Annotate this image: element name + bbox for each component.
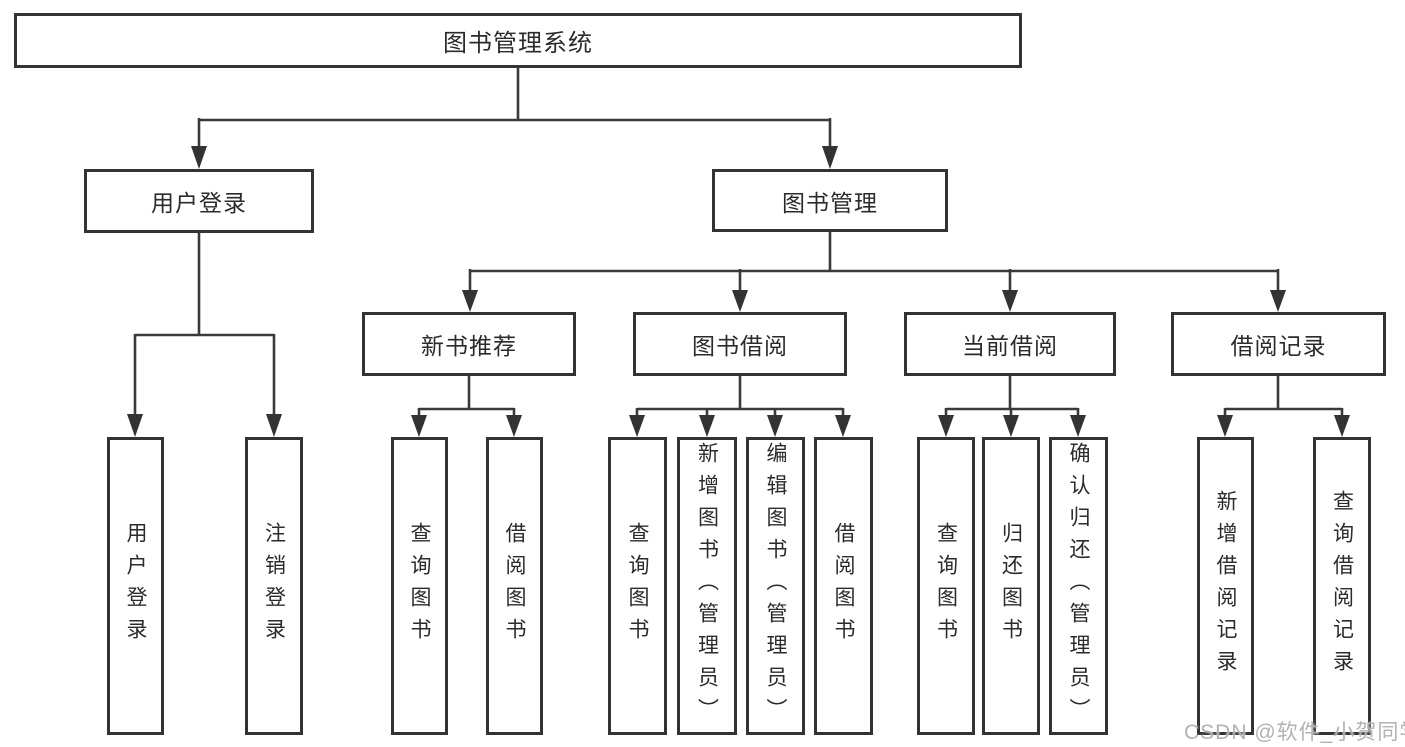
node-current-borrow: 当前借阅 <box>904 312 1116 376</box>
leaf-borrow-books-label: 借阅图书 <box>832 522 855 650</box>
node-current-borrow-label: 当前借阅 <box>962 333 1058 359</box>
leaf-borrow-books-recommend-label: 借阅图书 <box>503 522 526 650</box>
arrow-icon <box>835 415 851 437</box>
leaf-return-book-label: 归还图书 <box>999 522 1023 650</box>
csdn-watermark: CSDN @软件_小贺同学 <box>1184 721 1405 744</box>
node-user-login-label: 用户登录 <box>151 190 247 216</box>
arrow-icon <box>767 415 783 437</box>
arrow-icon <box>506 415 522 437</box>
arrow-icon <box>1070 415 1086 437</box>
leaf-confirm-return-admin: 确认归还（管理员） <box>1049 437 1108 735</box>
arrow-icon <box>732 290 748 312</box>
node-new-book-recommend: 新书推荐 <box>362 312 576 376</box>
leaf-query-books-recommend-label: 查询图书 <box>408 522 431 650</box>
leaf-return-book: 归还图书 <box>982 437 1040 735</box>
arrow-icon <box>127 414 143 437</box>
leaf-query-books-current: 查询图书 <box>917 437 975 735</box>
leaf-logout-label: 注销登录 <box>262 522 286 650</box>
leaf-query-books-current-label: 查询图书 <box>934 522 958 650</box>
arrow-icon <box>266 414 282 437</box>
leaf-add-borrow-record: 新增借阅记录 <box>1197 437 1254 735</box>
leaf-user-login: 用户登录 <box>107 437 164 735</box>
arrow-icon <box>1334 415 1350 437</box>
arrow-icon <box>1270 290 1286 312</box>
leaf-query-books-borrow-label: 查询图书 <box>626 522 649 650</box>
node-borrow-records: 借阅记录 <box>1171 312 1386 376</box>
node-root-label: 图书管理系统 <box>443 30 593 57</box>
leaf-logout: 注销登录 <box>245 437 303 735</box>
leaf-borrow-books-recommend: 借阅图书 <box>486 437 543 735</box>
leaf-edit-book-admin: 编辑图书（管理员） <box>746 437 805 735</box>
leaf-edit-book-admin-label: 编辑图书（管理员） <box>764 442 787 730</box>
arrow-icon <box>822 146 838 169</box>
arrow-icon <box>1217 415 1233 437</box>
arrow-icon <box>629 415 645 437</box>
arrow-icon <box>938 415 954 437</box>
node-borrow-records-label: 借阅记录 <box>1230 333 1327 359</box>
leaf-query-borrow-record: 查询借阅记录 <box>1313 437 1371 735</box>
arrow-icon <box>1003 415 1019 437</box>
arrow-icon <box>191 146 207 169</box>
node-book-borrow-label: 图书借阅 <box>692 333 788 359</box>
arrowheads-group <box>127 146 1350 437</box>
node-user-login: 用户登录 <box>84 169 314 233</box>
node-book-management: 图书管理 <box>712 169 948 232</box>
leaf-user-login-label: 用户登录 <box>124 522 147 650</box>
leaf-borrow-books: 借阅图书 <box>814 437 873 735</box>
leaf-query-books-recommend: 查询图书 <box>391 437 448 735</box>
leaf-add-book-admin-label: 新增图书（管理员） <box>695 442 719 730</box>
arrow-icon <box>411 415 427 437</box>
leaf-query-borrow-record-label: 查询借阅记录 <box>1330 490 1354 682</box>
arrow-icon <box>1002 290 1018 312</box>
arrow-icon <box>462 290 478 312</box>
node-new-book-recommend-label: 新书推荐 <box>421 333 517 359</box>
node-book-borrow: 图书借阅 <box>633 312 847 376</box>
leaf-add-borrow-record-label: 新增借阅记录 <box>1214 490 1237 682</box>
node-book-management-label: 图书管理 <box>782 189 878 216</box>
leaf-add-book-admin: 新增图书（管理员） <box>677 437 737 735</box>
arrow-icon <box>699 415 715 437</box>
leaf-query-books-borrow: 查询图书 <box>608 437 667 735</box>
leaf-confirm-return-admin-label: 确认归还（管理员） <box>1067 442 1090 730</box>
node-root: 图书管理系统 <box>14 13 1022 68</box>
